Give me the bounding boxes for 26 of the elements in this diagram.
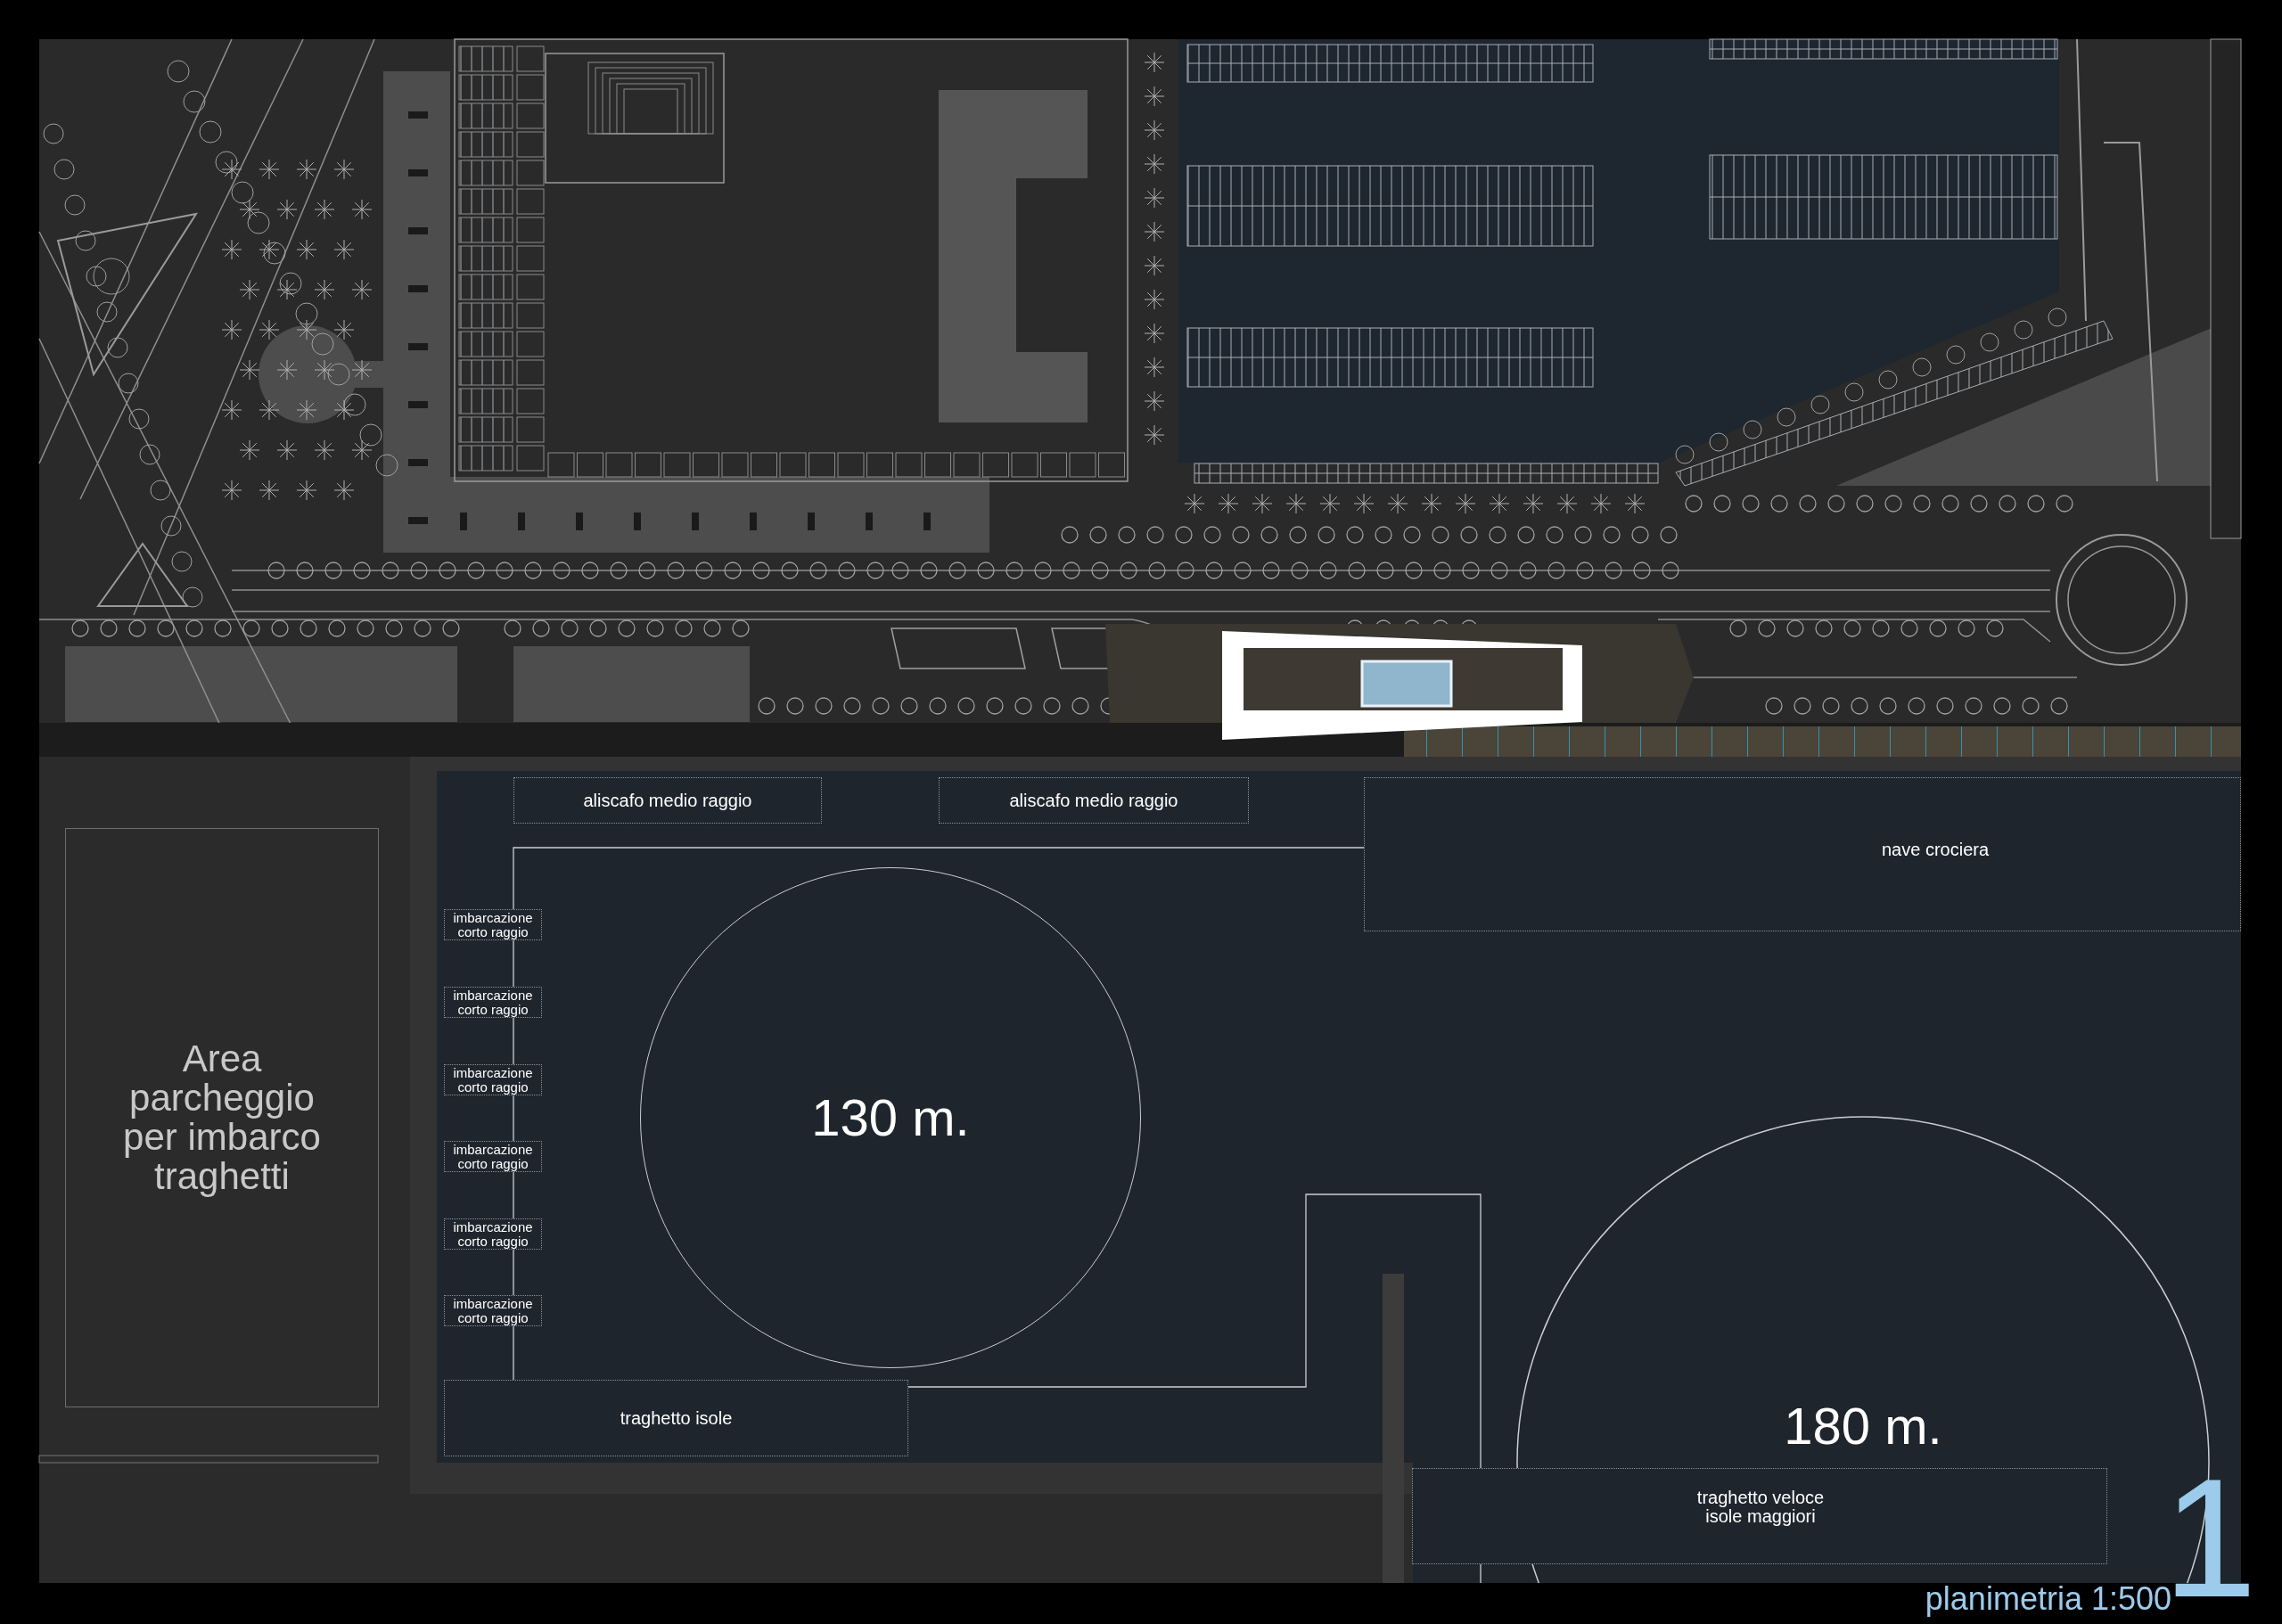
berth-box: [939, 777, 1249, 824]
berth-label: imbarcazione corto raggio: [452, 1296, 534, 1325]
berth-box: [444, 1141, 542, 1172]
berth-box: [444, 1295, 542, 1326]
dimension-label: 130 m.: [811, 1090, 970, 1145]
berth-box: [444, 909, 542, 940]
berth-box: [444, 987, 542, 1018]
berth-label: imbarcazione corto raggio: [452, 1219, 534, 1249]
berth-label: imbarcazione corto raggio: [452, 988, 534, 1017]
dimension-label: 180 m.: [1783, 1399, 1943, 1454]
berth-box: [444, 1064, 542, 1095]
berth-label: traghetto veloce isole maggiori: [1695, 1489, 1826, 1526]
berth-box: [1412, 1468, 2107, 1564]
berth-box: [444, 1380, 908, 1456]
berth-label: imbarcazione corto raggio: [452, 1065, 534, 1095]
berth-label: aliscafo medio raggio: [1008, 791, 1179, 810]
parking-area: [65, 828, 379, 1407]
berth-box: [1364, 777, 2241, 931]
berth-box: [444, 1218, 542, 1250]
berth-box: [513, 777, 822, 824]
area-label: Area parcheggio per imbarco traghetti: [122, 1038, 322, 1197]
berth-label: imbarcazione corto raggio: [452, 910, 534, 939]
berth-label: aliscafo medio raggio: [582, 791, 753, 810]
berth-label: traghetto isole: [619, 1408, 734, 1428]
berth-label: nave crociera: [1882, 841, 1990, 859]
berth-label: imbarcazione corto raggio: [452, 1142, 534, 1171]
